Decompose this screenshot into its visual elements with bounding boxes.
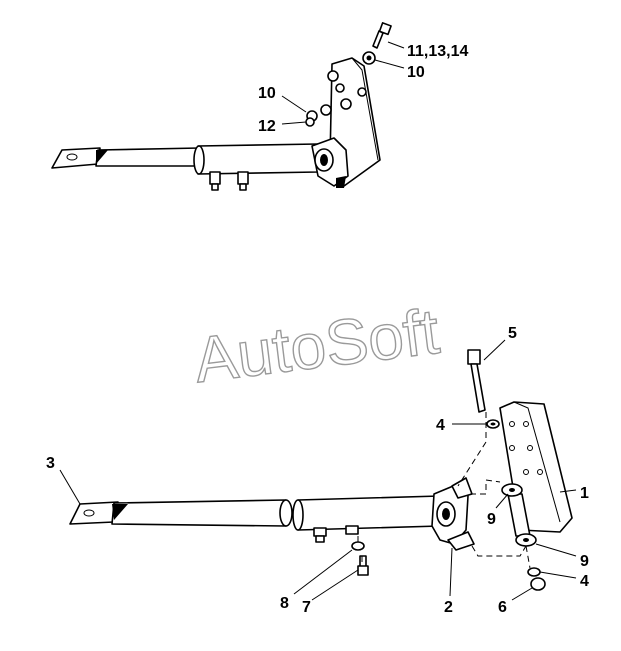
leader-4-lower xyxy=(539,571,577,579)
top-tube-end xyxy=(193,145,205,175)
callout-7: 7 xyxy=(302,599,311,616)
callout-4-upper: 4 xyxy=(436,417,445,434)
leader-top-10-left xyxy=(281,95,307,113)
callout-top-10-left: 10 xyxy=(258,85,276,102)
part-7-bolt xyxy=(357,555,369,576)
assembly-dashed-lines xyxy=(357,412,531,569)
part-5-bolt xyxy=(467,349,486,413)
part-1-holes xyxy=(509,421,543,475)
leader-7 xyxy=(311,569,359,601)
callout-top-12: 12 xyxy=(258,118,276,135)
leader-8 xyxy=(293,549,353,595)
callout-8: 8 xyxy=(280,595,289,612)
callout-5: 5 xyxy=(508,325,517,342)
leader-9-upper xyxy=(495,493,509,509)
leader-top-12 xyxy=(281,121,307,125)
part-2-tube-end xyxy=(292,499,304,531)
part-4-lower-nut xyxy=(527,567,541,577)
callout-3: 3 xyxy=(46,455,55,472)
leader-5 xyxy=(483,339,506,361)
watermark: AutoSoft xyxy=(190,295,443,396)
callout-9-lower: 9 xyxy=(580,553,589,570)
part-8-nut xyxy=(351,541,365,551)
callout-9-upper: 9 xyxy=(487,511,496,528)
leader-11-13-14 xyxy=(387,41,405,49)
top-arm-shade xyxy=(96,150,108,164)
leader-2 xyxy=(449,547,453,597)
leader-9-lower xyxy=(535,543,577,557)
top-bolt xyxy=(372,22,392,49)
top-flat-end-hole xyxy=(66,153,78,161)
part-2-under-bolts xyxy=(313,525,359,543)
part-6-cap xyxy=(530,577,546,591)
part-3-shaft xyxy=(111,499,287,527)
part-2-tube xyxy=(297,495,441,531)
callout-2: 2 xyxy=(444,599,453,616)
leader-3 xyxy=(59,469,81,505)
top-arm-shaft xyxy=(95,147,201,167)
part-3-end xyxy=(279,499,293,527)
callout-top-11-13-14: 11,13,14 xyxy=(407,43,469,60)
leader-1 xyxy=(559,489,577,493)
bottom-assembly: 5 4 3 1 9 9 4 8 7 2 6 xyxy=(46,325,589,616)
callout-top-10-upper: 10 xyxy=(407,64,425,81)
callout-1: 1 xyxy=(580,485,589,502)
top-plate-fasteners xyxy=(306,70,367,122)
top-flat-end xyxy=(51,147,101,169)
part-2-lower-ear xyxy=(447,531,475,551)
top-tube xyxy=(197,143,319,175)
callout-4-lower: 4 xyxy=(580,573,589,590)
top-under-bolts xyxy=(209,171,249,191)
top-assembly: 11,13,14 10 10 12 xyxy=(51,22,469,191)
leader-top-10-upper xyxy=(374,59,405,69)
leader-6 xyxy=(511,587,533,601)
callout-6: 6 xyxy=(498,599,507,616)
